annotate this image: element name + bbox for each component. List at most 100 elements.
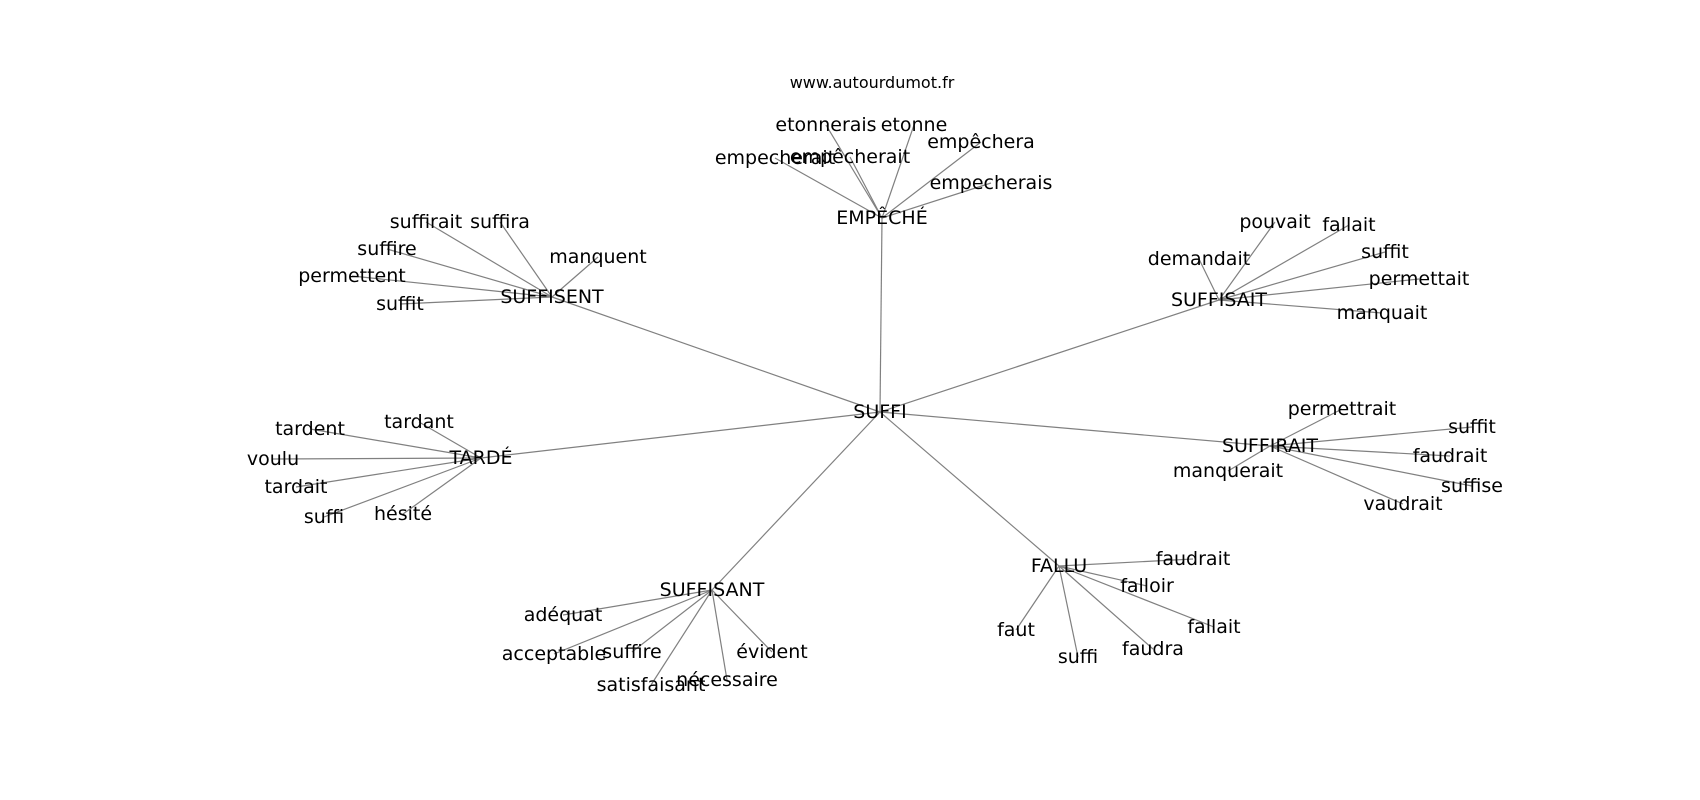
- leaf-node-tardant: tardant: [384, 411, 454, 433]
- leaf-node-etonnerais: etonnerais: [775, 114, 876, 136]
- edge-empeche-empecherais: [881, 182, 992, 219]
- leaf-node-suffi: suffi: [1058, 646, 1098, 668]
- leaf-node-manquait: manquait: [1337, 302, 1428, 324]
- edge-root-suffisant: [711, 411, 881, 591]
- leaf-node-faudrait: faudrait: [1156, 548, 1231, 570]
- leaf-node-adequat: adéquat: [524, 604, 603, 626]
- leaf-node-permettent: permettent: [298, 265, 406, 287]
- edge-tarde-tardait: [295, 457, 482, 488]
- edge-suffisait-manquait: [1218, 299, 1383, 314]
- edge-suffisant-suffire: [631, 589, 713, 653]
- leaf-node-empecherait: empêcherait: [790, 146, 910, 168]
- edge-suffisent-suffit: [399, 296, 553, 305]
- edge-suffisent-permettent: [351, 275, 553, 298]
- edge-suffirait-manquerait: [1227, 445, 1271, 472]
- leaf-node-faudra: faudra: [1122, 638, 1184, 660]
- edge-suffisait-suffit: [1218, 251, 1386, 301]
- leaf-node-suffit: suffit: [376, 293, 424, 315]
- leaf-node-manquent: manquent: [549, 246, 646, 268]
- edge-fallu-fallait: [1058, 565, 1215, 628]
- leaf-node-pouvait: pouvait: [1239, 211, 1310, 233]
- leaf-node-demandait: demandait: [1148, 248, 1250, 270]
- edge-root-suffisait: [879, 299, 1220, 413]
- edge-layer: [272, 124, 1473, 686]
- leaf-node-satisfaisant: satisfaisant: [597, 674, 706, 696]
- edge-root-empeche: [879, 217, 883, 413]
- edge-empeche-empecherait: [849, 156, 883, 219]
- edge-suffirait-suffit: [1269, 426, 1473, 447]
- edge-tarde-suffi: [323, 457, 482, 518]
- edge-suffirait-vaudrait: [1269, 445, 1404, 505]
- leaf-node-falloir: falloir: [1120, 575, 1174, 597]
- edge-tarde-tardent: [309, 428, 482, 459]
- leaf-node-fallait: fallait: [1187, 616, 1240, 638]
- edge-fallu-suffi: [1058, 565, 1079, 658]
- hub-node-empeche: EMPÊCHÉ: [836, 206, 927, 229]
- root-node-label: SUFFI: [853, 401, 906, 423]
- edge-suffisait-pouvait: [1218, 221, 1276, 301]
- leaf-node-faudrait: faudrait: [1413, 445, 1488, 467]
- leaf-node-suffire: suffire: [602, 641, 661, 663]
- edge-empeche-empecherait: [774, 157, 883, 219]
- leaf-node-necessaire: nécessaire: [676, 669, 778, 691]
- leaf-node-faut: faut: [997, 619, 1035, 641]
- edge-fallu-faudrait: [1058, 558, 1194, 567]
- leaf-node-vaudrait: vaudrait: [1363, 493, 1442, 515]
- leaf-node-empechera: empêchera: [927, 131, 1035, 153]
- edge-fallu-faut: [1015, 565, 1060, 631]
- edge-suffisent-manquent: [551, 256, 599, 298]
- edge-suffisant-satisfaisant: [650, 589, 713, 686]
- leaf-node-hesite: hésité: [374, 503, 432, 525]
- edge-root-suffirait: [879, 411, 1271, 447]
- edge-suffisent-suffirait: [425, 221, 553, 298]
- edge-suffirait-suffise: [1269, 445, 1473, 487]
- edge-suffisant-evident: [711, 589, 773, 653]
- edge-tarde-voulu: [272, 457, 482, 460]
- hub-node-suffisent: SUFFISENT: [500, 286, 604, 308]
- leaf-node-tardent: tardent: [275, 418, 345, 440]
- edge-suffirait-permettrait: [1269, 408, 1343, 447]
- edge-suffisait-fallait: [1218, 224, 1350, 301]
- hub-node-suffisait: SUFFISAIT: [1171, 289, 1267, 311]
- leaf-node-acceptable: acceptable: [502, 643, 606, 665]
- edge-fallu-falloir: [1058, 565, 1148, 587]
- source-label: www.autourdumot.fr: [790, 73, 955, 92]
- leaf-node-suffire: suffire: [357, 238, 416, 260]
- edge-suffisait-permettait: [1218, 278, 1420, 301]
- leaf-node-voulu: voulu: [247, 448, 299, 470]
- leaf-node-evident: évident: [736, 641, 807, 663]
- leaf-node-empecherait: empecherait: [715, 147, 835, 169]
- leaf-node-empecherais: empecherais: [930, 172, 1053, 194]
- leaf-node-suffise: suffise: [1441, 475, 1503, 497]
- edge-root-suffisent: [551, 296, 881, 413]
- edge-suffisent-suffira: [499, 221, 553, 298]
- leaf-node-permettrait: permettrait: [1288, 398, 1397, 420]
- leaf-node-tardait: tardait: [264, 476, 327, 498]
- hub-node-tarde: TARDÉ: [449, 446, 513, 469]
- leaf-node-suffit: suffit: [1361, 241, 1409, 263]
- edge-suffisant-necessaire: [711, 589, 728, 681]
- leaf-node-manquerait: manquerait: [1173, 460, 1283, 482]
- leaf-node-suffit: suffit: [1448, 416, 1496, 438]
- edge-suffisant-acceptable: [553, 589, 713, 655]
- leaf-node-suffira: suffira: [470, 211, 530, 233]
- hub-node-suffirait: SUFFIRAIT: [1222, 435, 1318, 457]
- edge-root-tarde: [480, 411, 881, 459]
- leaf-node-fallait: fallait: [1322, 214, 1375, 236]
- edge-tarde-tardant: [418, 421, 482, 459]
- hub-node-suffisant: SUFFISANT: [660, 579, 765, 601]
- leaf-node-permettait: permettait: [1369, 268, 1470, 290]
- edge-suffisent-suffire: [386, 248, 553, 298]
- edge-suffisait-demandait: [1198, 258, 1220, 301]
- edge-suffisant-adequat: [562, 589, 713, 616]
- edge-empeche-etonne: [881, 124, 915, 219]
- edge-suffirait-faudrait: [1269, 445, 1451, 457]
- leaf-node-suffirait: suffirait: [390, 211, 463, 233]
- edge-tarde-hesite: [402, 457, 482, 515]
- leaf-node-etonne: etonne: [881, 114, 948, 136]
- edge-root-fallu: [879, 411, 1060, 567]
- edge-empeche-etonnerais: [825, 124, 883, 219]
- edge-empeche-empechera: [881, 141, 982, 219]
